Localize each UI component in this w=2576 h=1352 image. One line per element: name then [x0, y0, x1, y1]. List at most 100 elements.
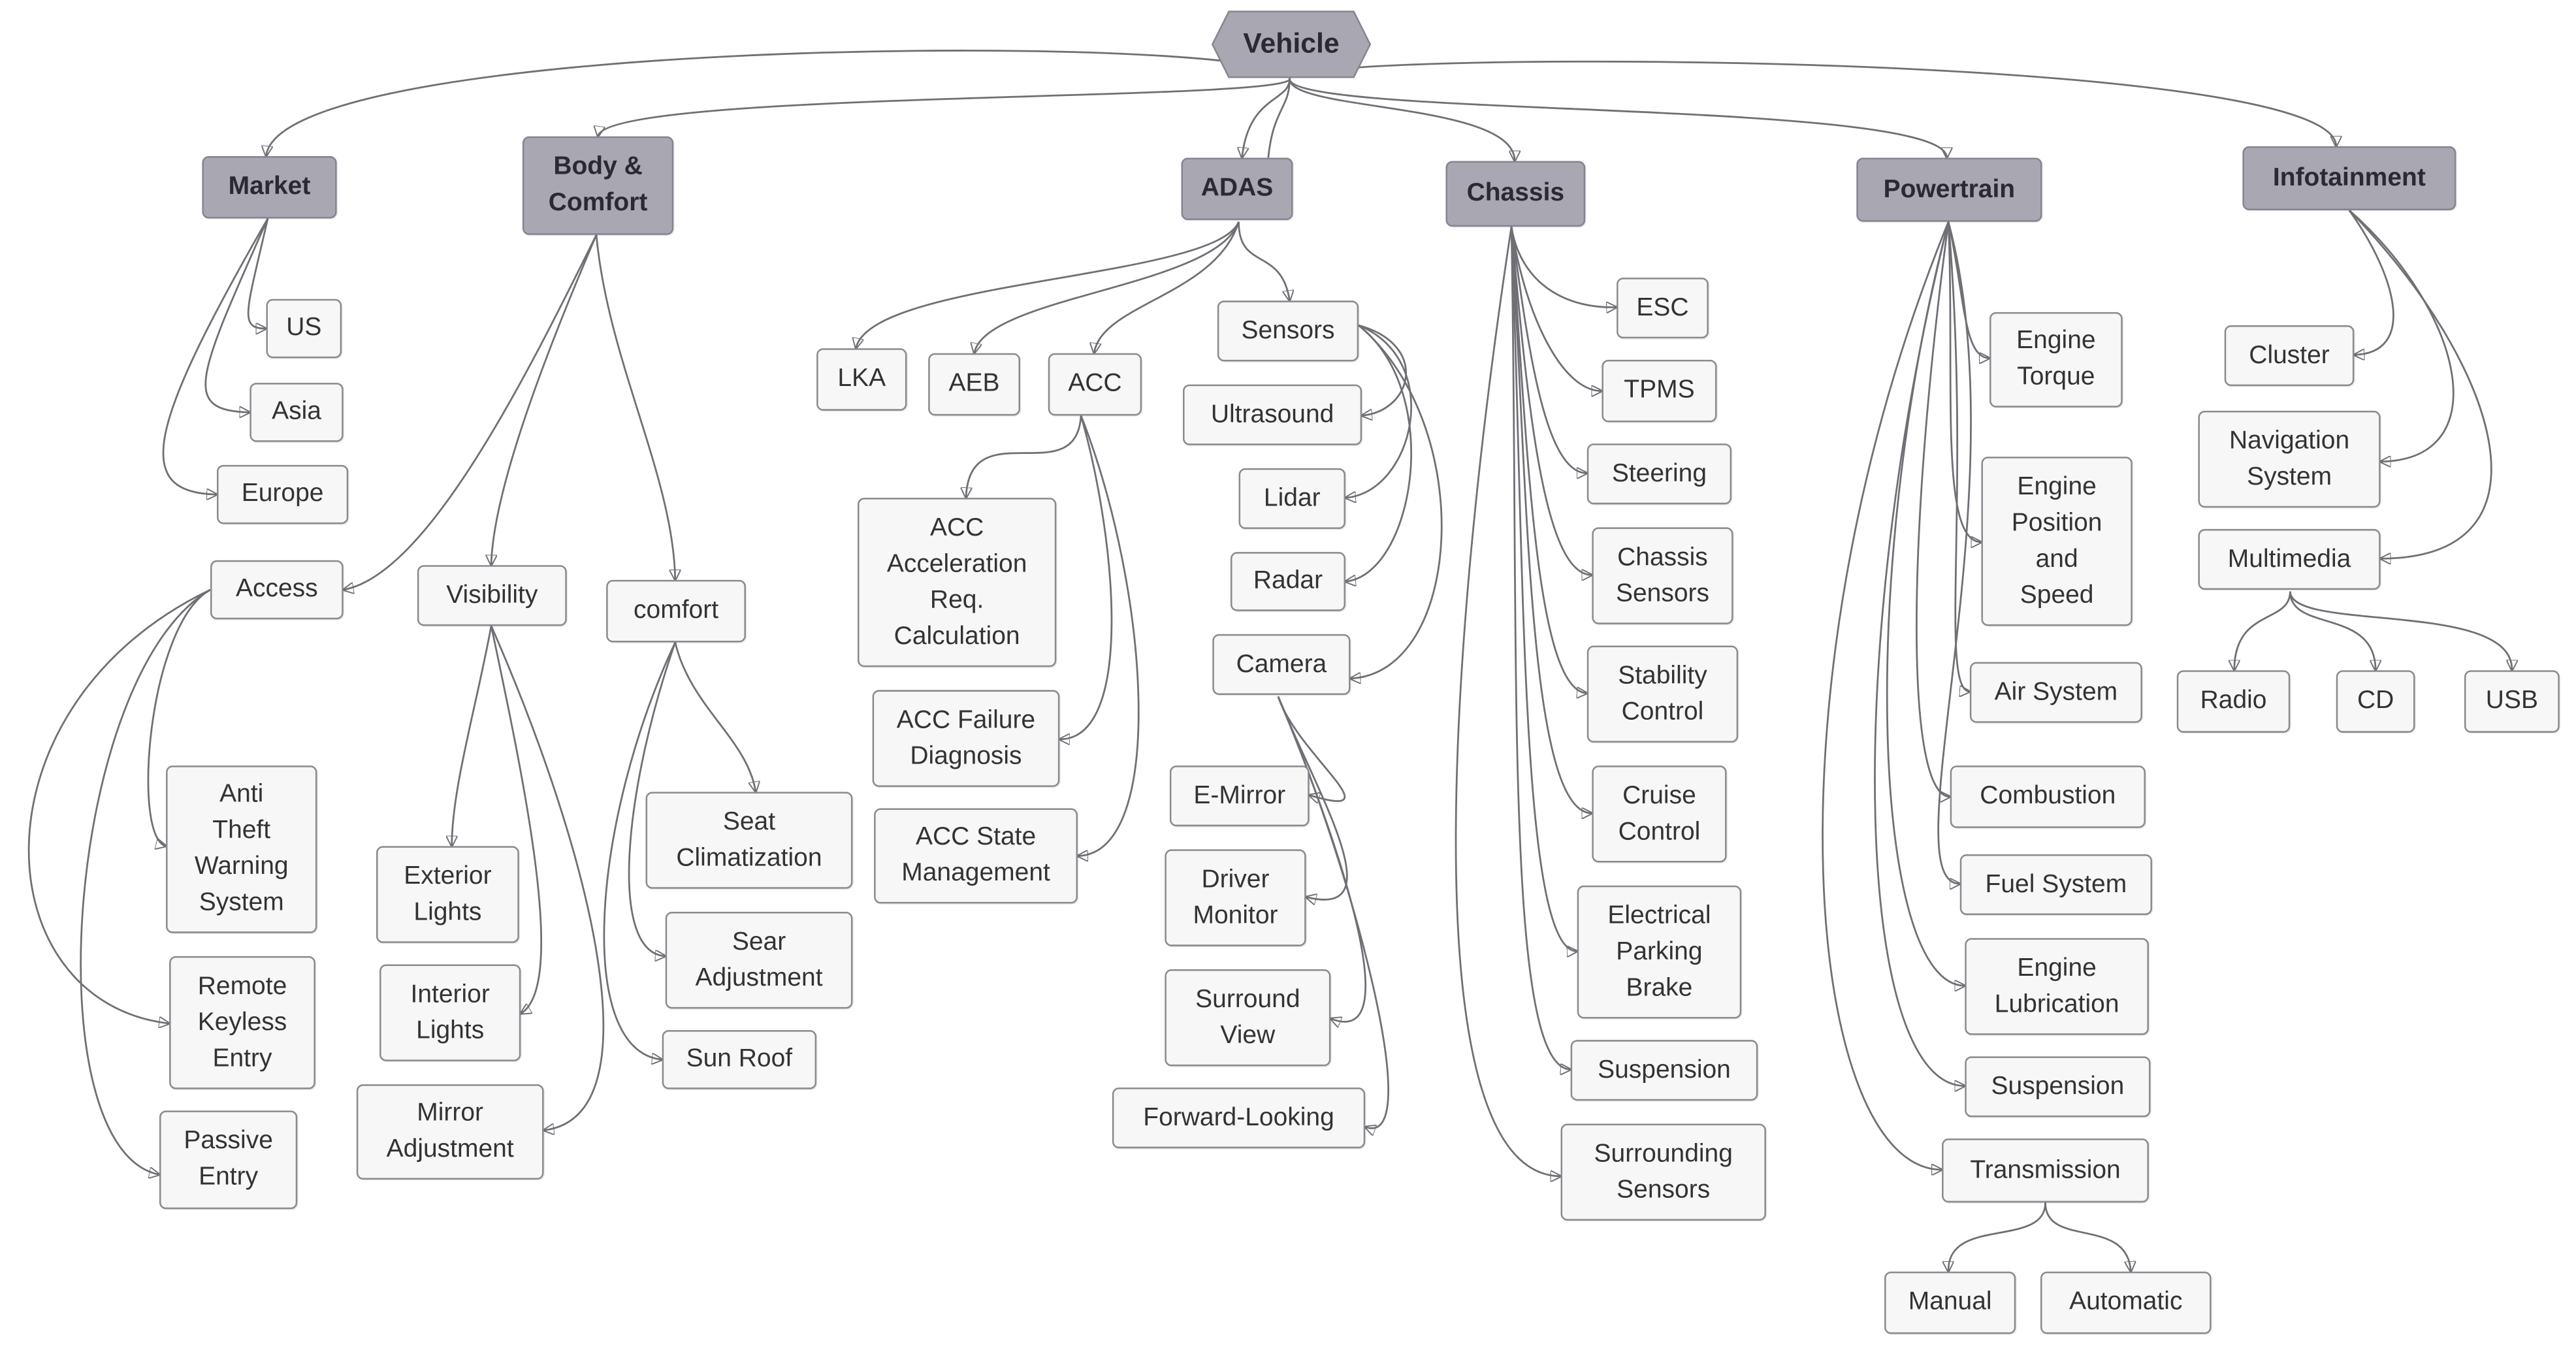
node-interior-lights[interactable]: Interior Lights [379, 964, 521, 1061]
node-driver-monitor[interactable]: Driver Monitor [1165, 849, 1306, 946]
node-mirror-adjustment[interactable]: Mirror Adjustment [356, 1084, 544, 1180]
node-electrical-parking-brake[interactable]: Electrical Parking Brake [1577, 885, 1742, 1019]
node-passive-entry[interactable]: Passive Entry [159, 1110, 298, 1210]
node-engine-lubrication[interactable]: Engine Lubrication [1965, 938, 2149, 1035]
edge-pt-fuel [1937, 221, 1972, 884]
node-acc-state-management[interactable]: ACC State Management [874, 808, 1078, 904]
edge-access-remote [27, 588, 211, 1023]
node-radio[interactable]: Radio [2176, 670, 2291, 733]
node-combustion[interactable]: Combustion [1950, 765, 2146, 828]
node-europe[interactable]: Europe [217, 464, 349, 524]
node-lka[interactable]: LKA [816, 348, 907, 411]
edge-pt-transmission [1822, 221, 1950, 1170]
node-stability-control[interactable]: Stability Control [1586, 645, 1739, 743]
edge-market-europe [162, 217, 269, 495]
node-comfort[interactable]: comfort [606, 579, 746, 643]
node-cluster[interactable]: Cluster [2224, 325, 2355, 387]
node-engine-lubrication-label: Engine Lubrication [1994, 954, 2119, 1018]
node-europe-label: Europe [241, 479, 324, 508]
node-engine-torque-label: Engine Torque [2016, 327, 2096, 391]
node-exterior-lights[interactable]: Exterior Lights [376, 846, 519, 943]
edge-comfort-sunroof [603, 641, 677, 1059]
node-automatic[interactable]: Automatic [2040, 1271, 2212, 1334]
edge-vis-exterior [452, 626, 492, 846]
node-transmission[interactable]: Transmission [1942, 1138, 2149, 1203]
node-cluster-label: Cluster [2249, 340, 2330, 369]
node-camera[interactable]: Camera [1212, 634, 1351, 695]
category-chassis[interactable]: Chassis [1445, 161, 1586, 227]
edge-vehicle-adas [1242, 78, 1291, 158]
category-body-comfort[interactable]: Body & Comfort [522, 136, 674, 235]
node-seat-climatization[interactable]: Seat Climatization [645, 792, 853, 889]
node-cruise-control-label: Cruise Control [1618, 781, 1701, 846]
node-e-mirror-label: E-Mirror [1193, 781, 1286, 809]
edge-vehicle-infotainment [1289, 60, 2336, 146]
node-cruise-control[interactable]: Cruise Control [1592, 765, 1727, 863]
node-lidar[interactable]: Lidar [1238, 468, 1346, 529]
node-acc-failure-diagnosis[interactable]: ACC Failure Diagnosis [872, 690, 1060, 787]
node-navigation-system[interactable]: Navigation System [2198, 410, 2381, 508]
node-steering[interactable]: Steering [1586, 443, 1732, 505]
node-usb[interactable]: USB [2464, 670, 2560, 733]
edge-mm-radio [2234, 591, 2291, 671]
edge-adas-lka [856, 221, 1240, 349]
node-visibility[interactable]: Visibility [417, 565, 567, 626]
node-forward-looking[interactable]: Forward-Looking [1112, 1087, 1366, 1149]
node-access-label: Access [235, 575, 318, 604]
node-access[interactable]: Access [210, 560, 344, 620]
node-e-mirror[interactable]: E-Mirror [1169, 765, 1310, 827]
node-aeb[interactable]: AEB [928, 353, 1021, 416]
category-adas[interactable]: ADAS [1181, 157, 1293, 221]
node-radar[interactable]: Radar [1230, 552, 1346, 611]
edge-vehicle-body [598, 78, 1291, 137]
node-radar-label: Radar [1253, 566, 1323, 595]
node-sun-roof[interactable]: Sun Roof [662, 1030, 817, 1089]
node-tpms[interactable]: TPMS [1602, 359, 1717, 423]
category-market[interactable]: Market [202, 155, 337, 219]
edge-vis-interior [490, 626, 543, 1014]
node-acc[interactable]: ACC [1048, 353, 1142, 416]
edge-vis-mirror [490, 625, 605, 1130]
node-combustion-label: Combustion [1980, 782, 2116, 811]
edge-pt-suspension [1874, 221, 1965, 1086]
node-aeb-label: AEB [948, 369, 1000, 398]
node-anti-theft[interactable]: Anti Theft Warning System [166, 765, 317, 933]
node-ultrasound[interactable]: Ultrasound [1183, 384, 1362, 445]
node-air-system[interactable]: Air System [1969, 662, 2142, 723]
node-ultrasound-label: Ultrasound [1210, 400, 1334, 428]
edge-ch-epb [1510, 227, 1577, 951]
node-surrounding-sensors[interactable]: Surrounding Sensors [1560, 1123, 1766, 1221]
edge-access-passive [80, 588, 211, 1174]
category-powertrain-label: Powertrain [1883, 174, 2016, 203]
node-chassis-suspension[interactable]: Suspension [1570, 1040, 1758, 1101]
node-surround-view-label: Surround View [1195, 984, 1300, 1050]
node-chassis-suspension-label: Suspension [1598, 1055, 1731, 1084]
node-asia[interactable]: Asia [250, 383, 344, 442]
edge-vehicle-adas-b [1267, 78, 1291, 158]
node-acc-acceleration[interactable]: ACC Acceleration Req. Calculation [857, 498, 1057, 668]
node-esc[interactable]: ESC [1617, 278, 1709, 339]
edge-ch-stability [1510, 227, 1587, 693]
node-remote-keyless[interactable]: Remote Keyless Entry [169, 956, 315, 1089]
category-infotainment[interactable]: Infotainment [2242, 146, 2456, 210]
node-chassis-sensors[interactable]: Chassis Sensors [1592, 527, 1733, 624]
node-acc-acceleration-label: ACC Acceleration Req. Calculation [886, 513, 1027, 650]
node-engine-torque[interactable]: Engine Torque [1989, 312, 2123, 408]
hexagon-shape [1211, 10, 1372, 78]
node-sear-adjustment[interactable]: Sear Adjustment [665, 911, 853, 1009]
edge-vehicle-market [266, 50, 1291, 156]
node-engine-position-speed[interactable]: Engine Position and Speed [1981, 457, 2133, 626]
node-manual[interactable]: Manual [1884, 1271, 2016, 1334]
node-multimedia[interactable]: Multimedia [2198, 528, 2381, 590]
node-powertrain-suspension[interactable]: Suspension [1965, 1056, 2151, 1118]
edge-body-access [344, 234, 598, 590]
node-seat-climatization-label: Seat Climatization [676, 807, 822, 872]
node-us[interactable]: US [266, 298, 342, 359]
node-cd[interactable]: CD [2336, 670, 2415, 733]
node-surround-view[interactable]: Surround View [1165, 969, 1331, 1067]
node-fuel-system[interactable]: Fuel System [1959, 854, 2153, 916]
category-powertrain[interactable]: Powertrain [1856, 157, 2042, 222]
vehicle-root-node[interactable]: Vehicle [1211, 10, 1372, 79]
node-sensors[interactable]: Sensors [1217, 300, 1359, 362]
node-radio-label: Radio [2200, 686, 2267, 715]
